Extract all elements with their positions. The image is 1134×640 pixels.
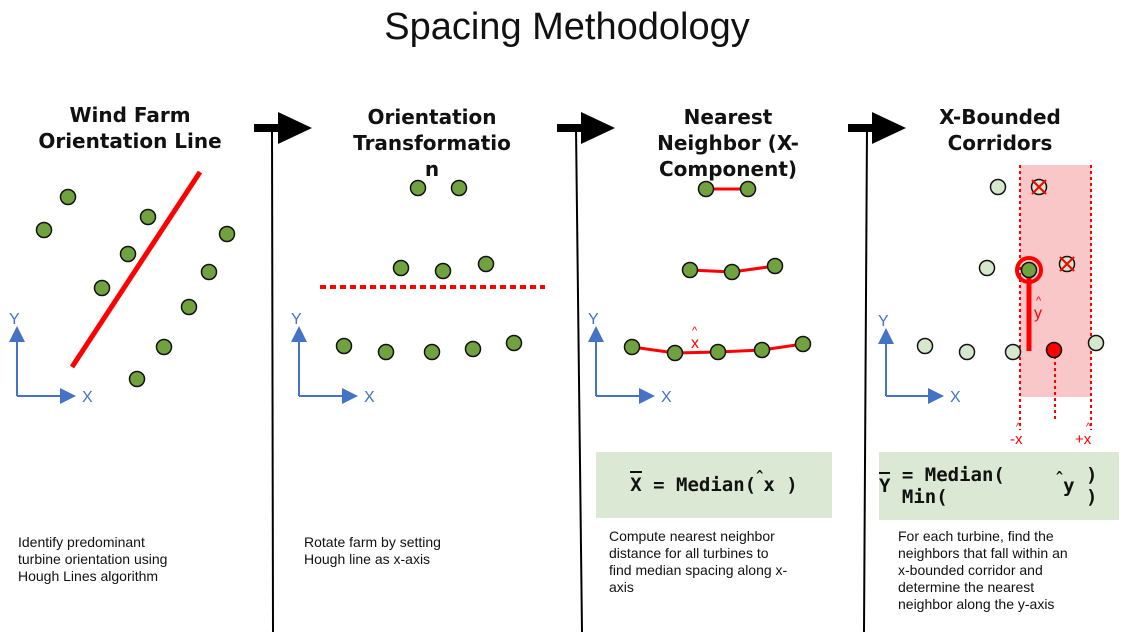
y-bar-symbol: Y (879, 472, 891, 497)
turbine (978, 259, 996, 277)
y-hat-mark: ^ (1036, 295, 1042, 307)
turbines-panel-3 (623, 180, 812, 362)
x-axis-label: X (364, 389, 375, 406)
hough-line (69, 170, 203, 369)
nearest-neighbor-ring (1015, 256, 1043, 284)
turbine (753, 341, 771, 359)
step-separator-1 (254, 112, 312, 633)
reference-turbine (1045, 341, 1063, 359)
turbine (1004, 343, 1022, 361)
turbine (958, 343, 976, 361)
turbine (505, 334, 523, 352)
turbine (377, 343, 395, 361)
axes-panel-1 (9, 326, 76, 404)
panel-4-description: For each turbine, find the neighbors tha… (898, 528, 1068, 612)
turbine (766, 257, 784, 275)
turbine (128, 370, 146, 388)
turbine (739, 180, 757, 198)
x-hat-mark: ^ (692, 325, 698, 337)
turbine (423, 343, 441, 361)
axes-panel-3 (588, 326, 655, 404)
turbine (93, 279, 111, 297)
panel-1-description: Identify predominant turbine orientation… (18, 534, 168, 584)
panel-4-title: X-Bounded Corridors (939, 105, 1061, 155)
x-hat-label: x (691, 335, 699, 352)
y-axis-label: Y (291, 311, 302, 328)
turbine (200, 263, 218, 281)
y-axis-label: Y (878, 313, 889, 330)
turbine (723, 263, 741, 281)
turbine (450, 179, 468, 197)
y-axis-label: Y (588, 311, 599, 328)
turbine (464, 340, 482, 358)
panel-3-title: Nearest Neighbor (X- Component) (657, 105, 799, 181)
x-axis-label: X (82, 389, 93, 406)
turbine (477, 255, 495, 273)
step-separator-3 (848, 112, 906, 633)
x-axis-label: X (661, 389, 672, 406)
turbine (392, 259, 410, 277)
panel-2-description: Rotate farm by setting Hough line as x-a… (304, 534, 441, 567)
y-axis-label: Y (9, 311, 20, 328)
turbines-panel-2 (335, 179, 523, 361)
formula-x-median: X = Median(^x ) (596, 452, 832, 518)
page-title: Spacing Methodology (384, 6, 750, 48)
turbine (409, 179, 427, 197)
turbine (119, 245, 137, 263)
turbine (180, 298, 198, 316)
turbine (139, 208, 157, 226)
turbine (697, 180, 715, 198)
axes-panel-2 (291, 326, 358, 404)
turbine (35, 221, 53, 239)
x-bar-symbol: X (630, 471, 642, 496)
turbine (623, 338, 641, 356)
minus-x-hat-mark: ^ (1016, 422, 1021, 433)
panel-2-title: Orientation Transformatio n (353, 105, 511, 181)
turbine (989, 178, 1007, 196)
turbine (681, 261, 699, 279)
turbine (1087, 334, 1105, 352)
turbines-panel-1 (35, 188, 236, 388)
plus-x-label: +x (1075, 431, 1092, 448)
y-hat-label: y (1034, 305, 1042, 322)
turbine (434, 262, 452, 280)
panel-3-description: Compute nearest neighbor distance for al… (609, 528, 788, 595)
turbine (59, 188, 77, 206)
turbine (155, 338, 173, 356)
axes-panel-4 (878, 328, 944, 404)
selected-neighbor-turbine (1020, 261, 1038, 279)
turbine (709, 343, 727, 361)
panel-1-title: Wind Farm Orientation Line (38, 103, 222, 153)
turbine (218, 225, 236, 243)
x-axis-label: X (950, 389, 961, 406)
formula-y-median: Y = Median( Min(^y ) ) (879, 452, 1119, 520)
excluded-marks (1031, 179, 1075, 272)
turbine (916, 337, 934, 355)
turbine (335, 337, 353, 355)
plus-x-hat-mark: ^ (1086, 422, 1091, 433)
turbine (666, 344, 684, 362)
minus-x-label: -x (1010, 431, 1023, 448)
corridor-bounds (1019, 165, 1092, 430)
turbine (794, 335, 812, 353)
step-separator-2 (557, 112, 615, 633)
